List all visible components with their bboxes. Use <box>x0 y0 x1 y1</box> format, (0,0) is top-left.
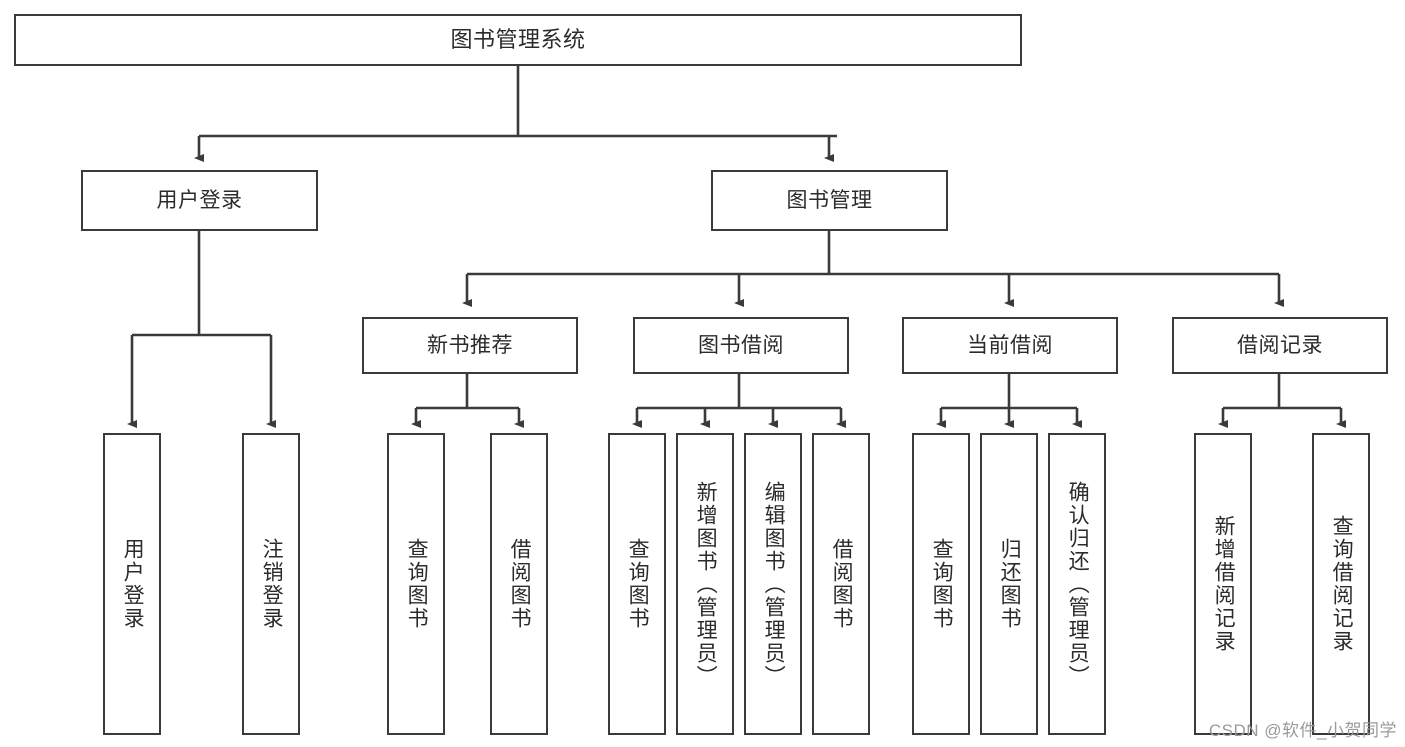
node-label: 新增借阅记录 <box>1212 515 1236 653</box>
node-label: 查询图书 <box>626 538 650 630</box>
node-label: 编辑图书（管理员） <box>762 480 786 688</box>
node-current-borrow[interactable]: 当前借阅 <box>902 317 1118 374</box>
node-label: 新书推荐 <box>427 333 513 357</box>
node-label: 用户登录 <box>156 188 243 212</box>
node-label: 注销登录 <box>260 538 284 630</box>
node-borrow-record[interactable]: 借阅记录 <box>1172 317 1388 374</box>
node-leaf-query-book-1[interactable]: 查询图书 <box>387 433 445 735</box>
node-label: 确认归还（管理员） <box>1066 480 1090 688</box>
node-label: 查询借阅记录 <box>1330 515 1354 653</box>
node-label: 借阅图书 <box>508 538 532 630</box>
node-label: 借阅记录 <box>1237 333 1323 357</box>
node-leaf-borrow-book-2[interactable]: 借阅图书 <box>812 433 870 735</box>
node-label: 归还图书 <box>998 538 1022 630</box>
node-book-borrow[interactable]: 图书借阅 <box>633 317 849 374</box>
node-label: 用户登录 <box>121 538 145 630</box>
node-leaf-add-book[interactable]: 新增图书（管理员） <box>676 433 734 735</box>
node-leaf-user-login[interactable]: 用户登录 <box>103 433 161 735</box>
node-label: 图书管理系统 <box>450 26 586 52</box>
node-user-login[interactable]: 用户登录 <box>81 170 318 231</box>
node-leaf-confirm-return[interactable]: 确认归还（管理员） <box>1048 433 1106 735</box>
node-leaf-borrow-book-1[interactable]: 借阅图书 <box>490 433 548 735</box>
node-label: 图书管理 <box>786 188 873 212</box>
node-label: 新增图书（管理员） <box>694 480 718 688</box>
node-new-book-recommend[interactable]: 新书推荐 <box>362 317 578 374</box>
node-label: 查询图书 <box>405 538 429 630</box>
node-book-management-system[interactable]: 图书管理系统 <box>14 14 1022 66</box>
node-leaf-query-book-2[interactable]: 查询图书 <box>608 433 666 735</box>
node-leaf-query-book-3[interactable]: 查询图书 <box>912 433 970 735</box>
node-label: 查询图书 <box>930 538 954 630</box>
watermark-text: CSDN @软件_小贺同学 <box>1208 721 1397 740</box>
node-leaf-edit-book[interactable]: 编辑图书（管理员） <box>744 433 802 735</box>
node-leaf-query-borrow-record[interactable]: 查询借阅记录 <box>1312 433 1370 735</box>
node-leaf-add-borrow-record[interactable]: 新增借阅记录 <box>1194 433 1252 735</box>
node-label: 图书借阅 <box>698 333 784 357</box>
node-leaf-return-book[interactable]: 归还图书 <box>980 433 1038 735</box>
node-book-management[interactable]: 图书管理 <box>711 170 948 231</box>
node-label: 当前借阅 <box>967 333 1053 357</box>
node-label: 借阅图书 <box>830 538 854 630</box>
node-leaf-logout-login[interactable]: 注销登录 <box>242 433 300 735</box>
